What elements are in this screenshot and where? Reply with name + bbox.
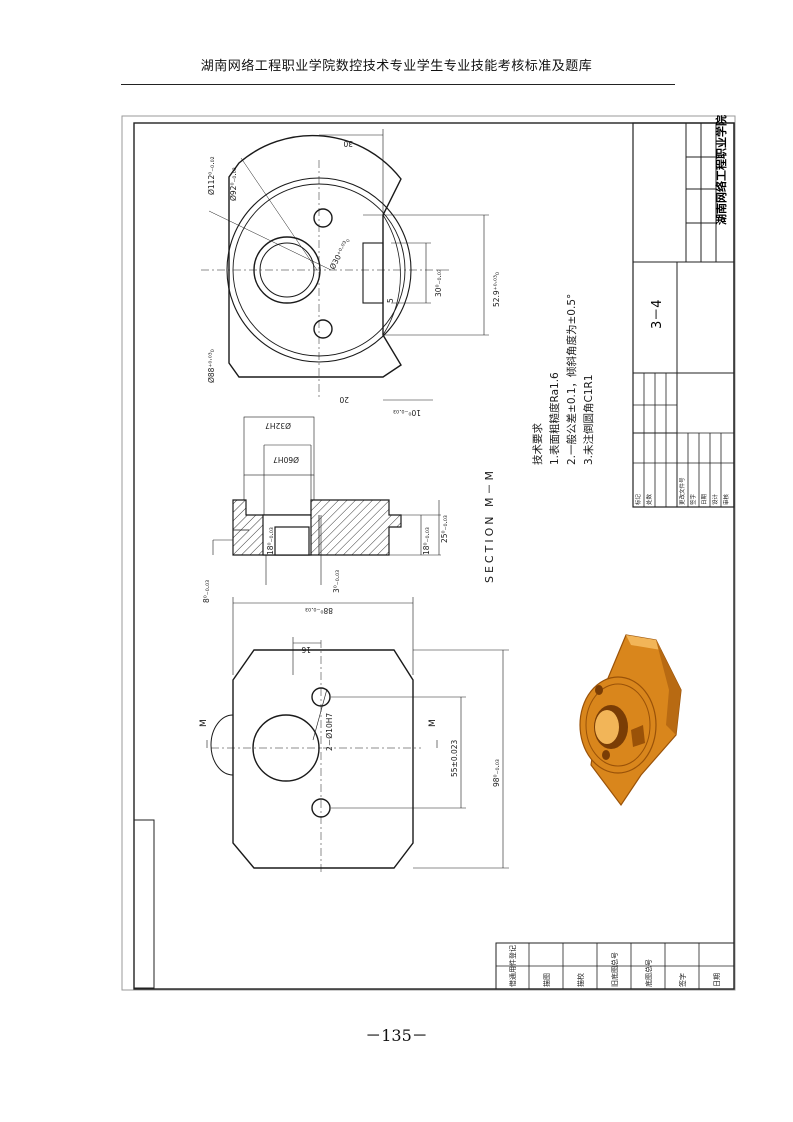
tech-req-heading: 技术要求	[531, 423, 544, 465]
dim-h55: 55±0.023	[450, 739, 459, 777]
dim-w16: 16	[301, 645, 311, 654]
dim-h18b: 18⁰₋₀.₀₃	[422, 527, 431, 555]
top-view	[201, 134, 451, 397]
top-view-dimensions	[319, 129, 489, 401]
dim-phi112: Ø112⁰₋₀.₀₂	[207, 156, 216, 195]
sheet-inner-border	[133, 122, 735, 990]
dim-w10: 10⁰₋₀.₀₃	[393, 408, 421, 417]
cut-label-right: M	[428, 719, 438, 727]
dim-h8: 8⁰₋₀.₀₃	[202, 580, 211, 603]
dim-w88: 88⁰₋₀.₀₃	[305, 606, 333, 615]
section-view	[232, 499, 402, 556]
dim-phi32: Ø32H7	[265, 421, 291, 430]
section-label: SECTION M－M	[483, 468, 496, 583]
dim-h98: 98⁰₋₀.₀₃	[492, 759, 501, 787]
title-row-1: 处数	[645, 493, 653, 505]
strip-label-2: 描校	[576, 973, 585, 987]
tech-req-item-3: 3.未注倒圆角C1R1	[582, 374, 595, 465]
dim-small: 5	[386, 298, 395, 303]
title-row-5: 设计	[711, 493, 719, 505]
strip-label-6: 日期	[713, 973, 721, 987]
front-view-dimensions	[206, 597, 509, 869]
dim-h18a: 18⁰₋₀.₀₃	[266, 527, 275, 555]
dim-h3: 3⁰₋₀.₀₃	[332, 570, 341, 593]
title-row-3: 签字	[689, 493, 697, 505]
front-view	[210, 640, 421, 875]
strip-label-3: 旧底图总号	[610, 952, 619, 987]
strip-label-4: 底图总号	[644, 959, 653, 987]
tech-req-item-1: 1.表面粗糙度Ra1.6	[548, 372, 561, 465]
title-block-drawing-no: 3－4	[650, 299, 665, 329]
dim-hole: 2－Ø10H7	[325, 713, 334, 751]
dim-phi60: Ø60H7	[273, 455, 299, 464]
strip-label-5: 签字	[678, 973, 687, 987]
title-row-4: 日期	[701, 493, 708, 505]
title-row-2: 更改文件号	[678, 477, 686, 505]
page-header: 湖南网络工程职业学院数控技术专业学生专业技能考核标准及题库	[200, 59, 593, 74]
engineering-drawing-sheet: 湖南网络工程职业学院 3－4 标记 处数 更改文件号 签字 日期 设计 审核	[121, 115, 736, 991]
dim-phi88: Ø88⁺⁰·⁰³₀	[207, 349, 216, 383]
title-block: 湖南网络工程职业学院 3－4 标记 处数 更改文件号 签字 日期 设计 审核	[632, 115, 735, 508]
dim-h52: 52.9⁺⁰·⁰³₀	[492, 272, 501, 307]
dim-h30: 30⁰₋₀.₀₃	[434, 269, 443, 297]
dim-phi30: Ø30⁺⁰·⁰³₀	[328, 237, 352, 271]
cut-label-left: M	[199, 719, 209, 727]
sheet-outer-border	[121, 115, 736, 991]
dim-w20: 20	[339, 395, 349, 404]
dim-phi92: Ø92⁰₋₀.₀₃	[229, 167, 238, 201]
page-number: －135－	[365, 1026, 428, 1045]
section-dimensions	[212, 416, 441, 585]
strip-label-0: 借通用件登记	[508, 945, 517, 987]
dim-w30: 30	[343, 139, 353, 148]
header-rule	[121, 84, 675, 85]
dim-h25: 25⁰₋₀.₀₃	[440, 515, 449, 543]
tech-req-item-2: 2.一般公差±0.1，倾斜角度为±0.5°	[565, 294, 578, 465]
left-strip: 借通用件登记 描图 描校 旧底图总号 底图总号 签字 日期	[133, 819, 735, 990]
title-row-6: 审核	[722, 493, 730, 505]
part-3d-render	[579, 634, 682, 807]
title-row-0: 标记	[634, 493, 642, 505]
title-block-school: 湖南网络工程职业学院	[714, 115, 728, 225]
strip-label-1: 描图	[542, 973, 551, 987]
